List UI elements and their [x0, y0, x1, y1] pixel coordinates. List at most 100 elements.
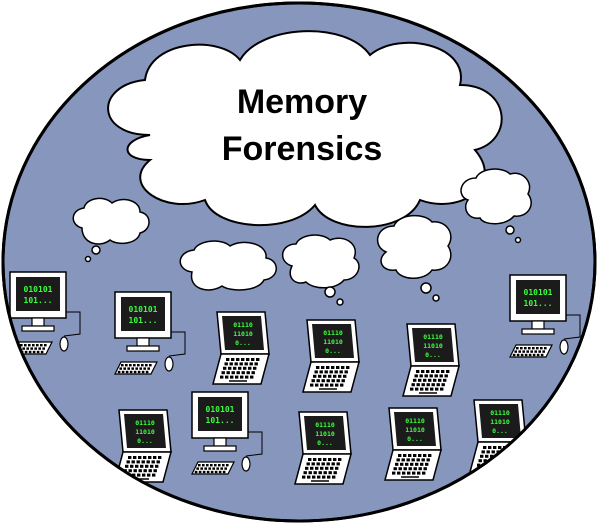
key	[223, 366, 227, 370]
key	[314, 370, 318, 374]
key	[136, 460, 140, 464]
key	[320, 383, 324, 387]
key	[320, 466, 324, 470]
key	[141, 370, 145, 374]
key	[308, 471, 312, 475]
key	[532, 347, 535, 350]
key	[236, 371, 240, 375]
key	[230, 375, 234, 379]
key	[321, 366, 325, 369]
key	[325, 383, 329, 387]
binary-text-line-1: 01110	[135, 419, 155, 427]
key	[202, 464, 205, 467]
key	[339, 370, 343, 374]
desktop-1: 010101101...	[9, 271, 81, 355]
key	[210, 470, 214, 474]
key	[253, 366, 257, 370]
key	[121, 370, 125, 374]
key	[311, 379, 315, 383]
key	[315, 466, 319, 470]
key	[331, 462, 335, 466]
key	[228, 366, 232, 370]
binary-text-line-2: 11010	[315, 430, 335, 438]
key	[137, 473, 141, 477]
key	[324, 370, 328, 374]
key	[313, 471, 317, 475]
key	[423, 378, 427, 382]
key	[140, 464, 144, 468]
desktop-2: 010101101...	[114, 291, 186, 375]
key	[212, 467, 215, 470]
key	[254, 362, 258, 366]
key	[246, 358, 250, 361]
key	[32, 350, 36, 354]
mouse-cable	[168, 331, 186, 357]
key	[323, 471, 327, 475]
key	[145, 370, 149, 374]
monitor-screen	[121, 297, 165, 331]
key	[483, 446, 487, 449]
key	[336, 366, 340, 369]
monitor-base	[521, 328, 555, 335]
key	[206, 470, 210, 474]
key	[488, 446, 492, 449]
key	[421, 458, 425, 462]
mouse	[164, 356, 174, 372]
key	[218, 470, 222, 474]
key	[36, 344, 39, 347]
key	[24, 350, 28, 354]
key	[14, 347, 17, 350]
key	[422, 471, 426, 475]
key	[303, 471, 307, 475]
key	[412, 471, 416, 475]
key	[231, 371, 235, 375]
binary-text-line-1: 01110	[233, 321, 253, 329]
key	[408, 467, 412, 471]
key	[544, 347, 547, 350]
key	[156, 460, 160, 464]
key	[248, 366, 252, 370]
key	[137, 370, 141, 374]
key	[326, 366, 330, 369]
laptop-3: 01110110100...	[402, 323, 460, 397]
key	[151, 460, 155, 464]
title-line-2: Forensics	[222, 130, 383, 168]
key	[204, 467, 207, 470]
key	[490, 454, 494, 458]
key	[491, 450, 495, 454]
key	[328, 458, 332, 461]
key	[125, 370, 129, 374]
binary-text-line-2: 11010	[323, 338, 343, 346]
key	[508, 459, 512, 463]
key	[502, 463, 506, 467]
key	[528, 347, 531, 350]
key	[34, 347, 37, 350]
key	[520, 347, 523, 350]
monitor-stand	[31, 317, 45, 327]
binary-text-line-3: 0...	[235, 339, 251, 347]
key	[440, 387, 444, 391]
laptop-2: 01110110100...	[302, 319, 360, 393]
key	[214, 470, 218, 474]
key	[329, 370, 333, 374]
key	[431, 370, 435, 373]
key	[330, 466, 334, 470]
binary-text-line-1: 01110	[323, 329, 343, 337]
key	[143, 469, 147, 473]
main-thought-cloud	[107, 30, 503, 228]
key	[336, 379, 340, 383]
key	[28, 344, 31, 347]
key	[503, 459, 507, 463]
key	[430, 387, 434, 391]
key	[220, 375, 224, 379]
key	[133, 364, 136, 367]
key	[229, 362, 233, 366]
key	[153, 456, 157, 459]
key	[318, 471, 322, 475]
laptop-screen	[479, 404, 521, 438]
key	[135, 464, 139, 468]
key	[542, 350, 545, 353]
key	[200, 467, 203, 470]
key	[208, 467, 211, 470]
title-line-1: Memory	[237, 83, 367, 121]
